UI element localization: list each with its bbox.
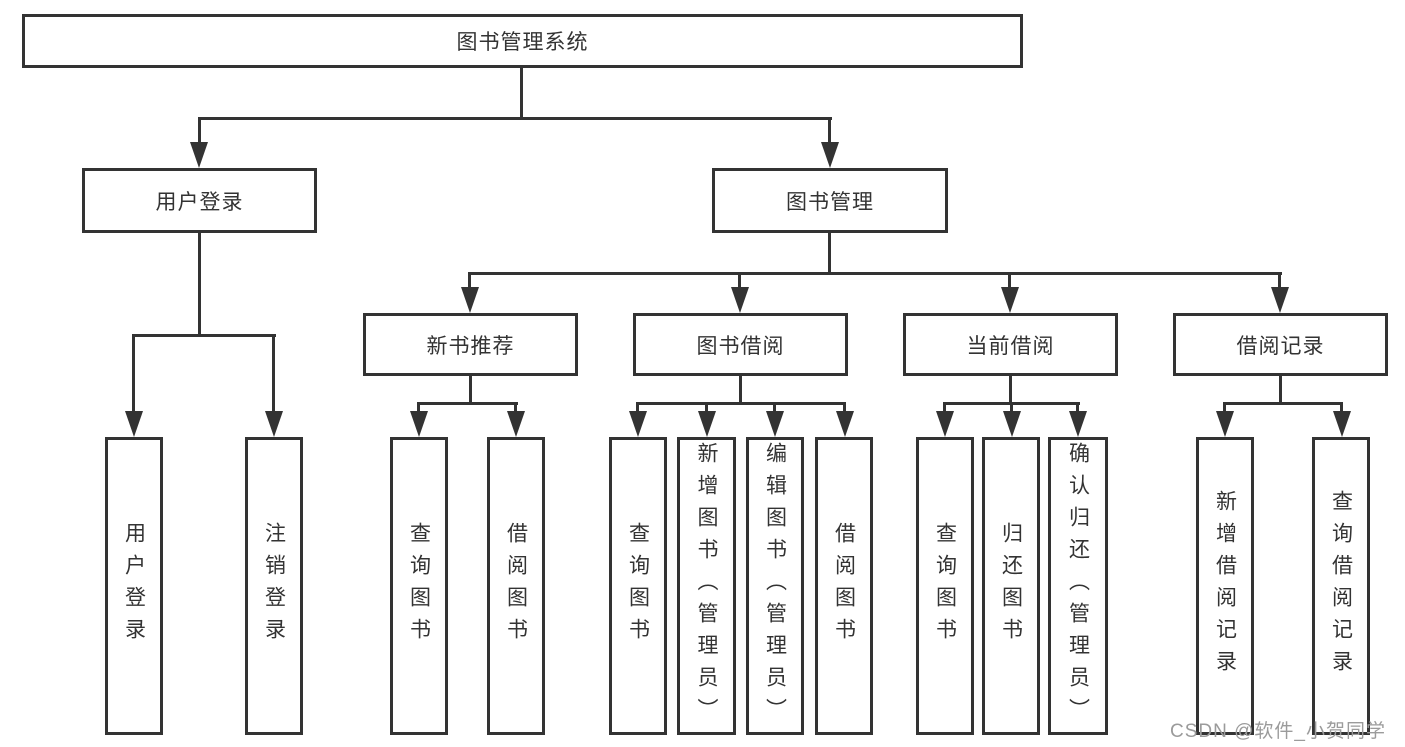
connector-line <box>468 272 1282 275</box>
connector-line <box>198 233 201 337</box>
connector-line <box>1008 273 1011 291</box>
connector-line <box>1223 402 1226 415</box>
leaf-label: 借阅图书 <box>504 522 528 650</box>
arrowhead-down-icon <box>766 411 784 437</box>
leaf-label: 确认归还（管理员） <box>1066 442 1090 730</box>
node-book-borrow: 图书借阅 <box>633 313 848 376</box>
leaf-label: 查询图书 <box>407 522 431 650</box>
connector-line <box>1278 273 1281 291</box>
leaf-label: 查询图书 <box>626 522 650 650</box>
node-root: 图书管理系统 <box>22 14 1023 68</box>
connector-line <box>272 334 275 414</box>
connector-line <box>1223 402 1343 405</box>
connector-line <box>828 233 831 275</box>
connector-line <box>843 402 846 415</box>
connector-line <box>417 402 420 415</box>
arrowhead-down-icon <box>836 411 854 437</box>
arrowhead-down-icon <box>1216 411 1234 437</box>
arrowhead-down-icon <box>698 411 716 437</box>
arrowhead-down-icon <box>731 287 749 313</box>
connector-line <box>739 374 742 405</box>
arrowhead-down-icon <box>1271 287 1289 313</box>
node-user-login: 用户登录 <box>82 168 317 233</box>
connector-line <box>738 273 741 291</box>
leaf-label: 编辑图书（管理员） <box>763 442 787 730</box>
arrowhead-down-icon <box>936 411 954 437</box>
leaf-label: 借阅图书 <box>832 522 856 650</box>
connector-line <box>520 68 523 119</box>
leaf-logout: 注销登录 <box>245 437 303 735</box>
connector-line <box>469 374 472 405</box>
leaf-add-book-admin: 新增图书（管理员） <box>677 437 736 735</box>
connector-line <box>132 334 135 414</box>
connector-line <box>198 117 832 120</box>
node-borrow-records: 借阅记录 <box>1173 313 1388 376</box>
leaf-label: 新增借阅记录 <box>1213 490 1237 682</box>
connector-line <box>132 334 276 337</box>
connector-line <box>773 402 776 415</box>
connector-line <box>636 402 846 405</box>
arrowhead-down-icon <box>1069 411 1087 437</box>
leaf-edit-book-admin: 编辑图书（管理员） <box>746 437 804 735</box>
leaf-label: 注销登录 <box>262 522 286 650</box>
leaf-label: 查询借阅记录 <box>1329 490 1353 682</box>
csdn-watermark: CSDN @软件_小贺同学 <box>1170 721 1386 742</box>
leaf-borrow-books: 借阅图书 <box>815 437 873 735</box>
connector-line <box>1010 402 1013 415</box>
arrowhead-down-icon <box>410 411 428 437</box>
arrowhead-down-icon <box>461 287 479 313</box>
node-new-book-recommend: 新书推荐 <box>363 313 578 376</box>
arrowhead-down-icon <box>1001 287 1019 313</box>
arrowhead-down-icon <box>821 142 839 168</box>
connector-line <box>828 118 831 146</box>
connector-line <box>417 402 518 405</box>
arrowhead-down-icon <box>190 142 208 168</box>
connector-line <box>636 402 639 415</box>
leaf-borrow-books-recommend: 借阅图书 <box>487 437 545 735</box>
leaf-user-login: 用户登录 <box>105 437 163 735</box>
arrowhead-down-icon <box>1003 411 1021 437</box>
leaf-query-books-borrow: 查询图书 <box>609 437 667 735</box>
connector-line <box>1340 402 1343 415</box>
leaf-confirm-return-admin: 确认归还（管理员） <box>1048 437 1108 735</box>
leaf-label: 用户登录 <box>122 522 146 650</box>
arrowhead-down-icon <box>1333 411 1351 437</box>
connector-line <box>1009 374 1012 405</box>
connector-line <box>1076 402 1079 415</box>
connector-line <box>1279 374 1282 405</box>
connector-line <box>943 402 946 415</box>
leaf-query-books-recommend: 查询图书 <box>390 437 448 735</box>
connector-line <box>514 402 517 415</box>
leaf-add-borrow-record: 新增借阅记录 <box>1196 437 1254 735</box>
leaf-label: 归还图书 <box>999 522 1023 650</box>
leaf-query-books-current: 查询图书 <box>916 437 974 735</box>
arrowhead-down-icon <box>507 411 525 437</box>
connector-line <box>468 273 471 291</box>
arrowhead-down-icon <box>265 411 283 437</box>
leaf-return-book: 归还图书 <box>982 437 1040 735</box>
node-book-management: 图书管理 <box>712 168 948 233</box>
leaf-query-borrow-record: 查询借阅记录 <box>1312 437 1370 735</box>
connector-line <box>198 118 201 146</box>
connector-line <box>705 402 708 415</box>
leaf-label: 查询图书 <box>933 522 957 650</box>
leaf-label: 新增图书（管理员） <box>695 442 718 730</box>
arrowhead-down-icon <box>629 411 647 437</box>
node-current-borrow: 当前借阅 <box>903 313 1118 376</box>
arrowhead-down-icon <box>125 411 143 437</box>
